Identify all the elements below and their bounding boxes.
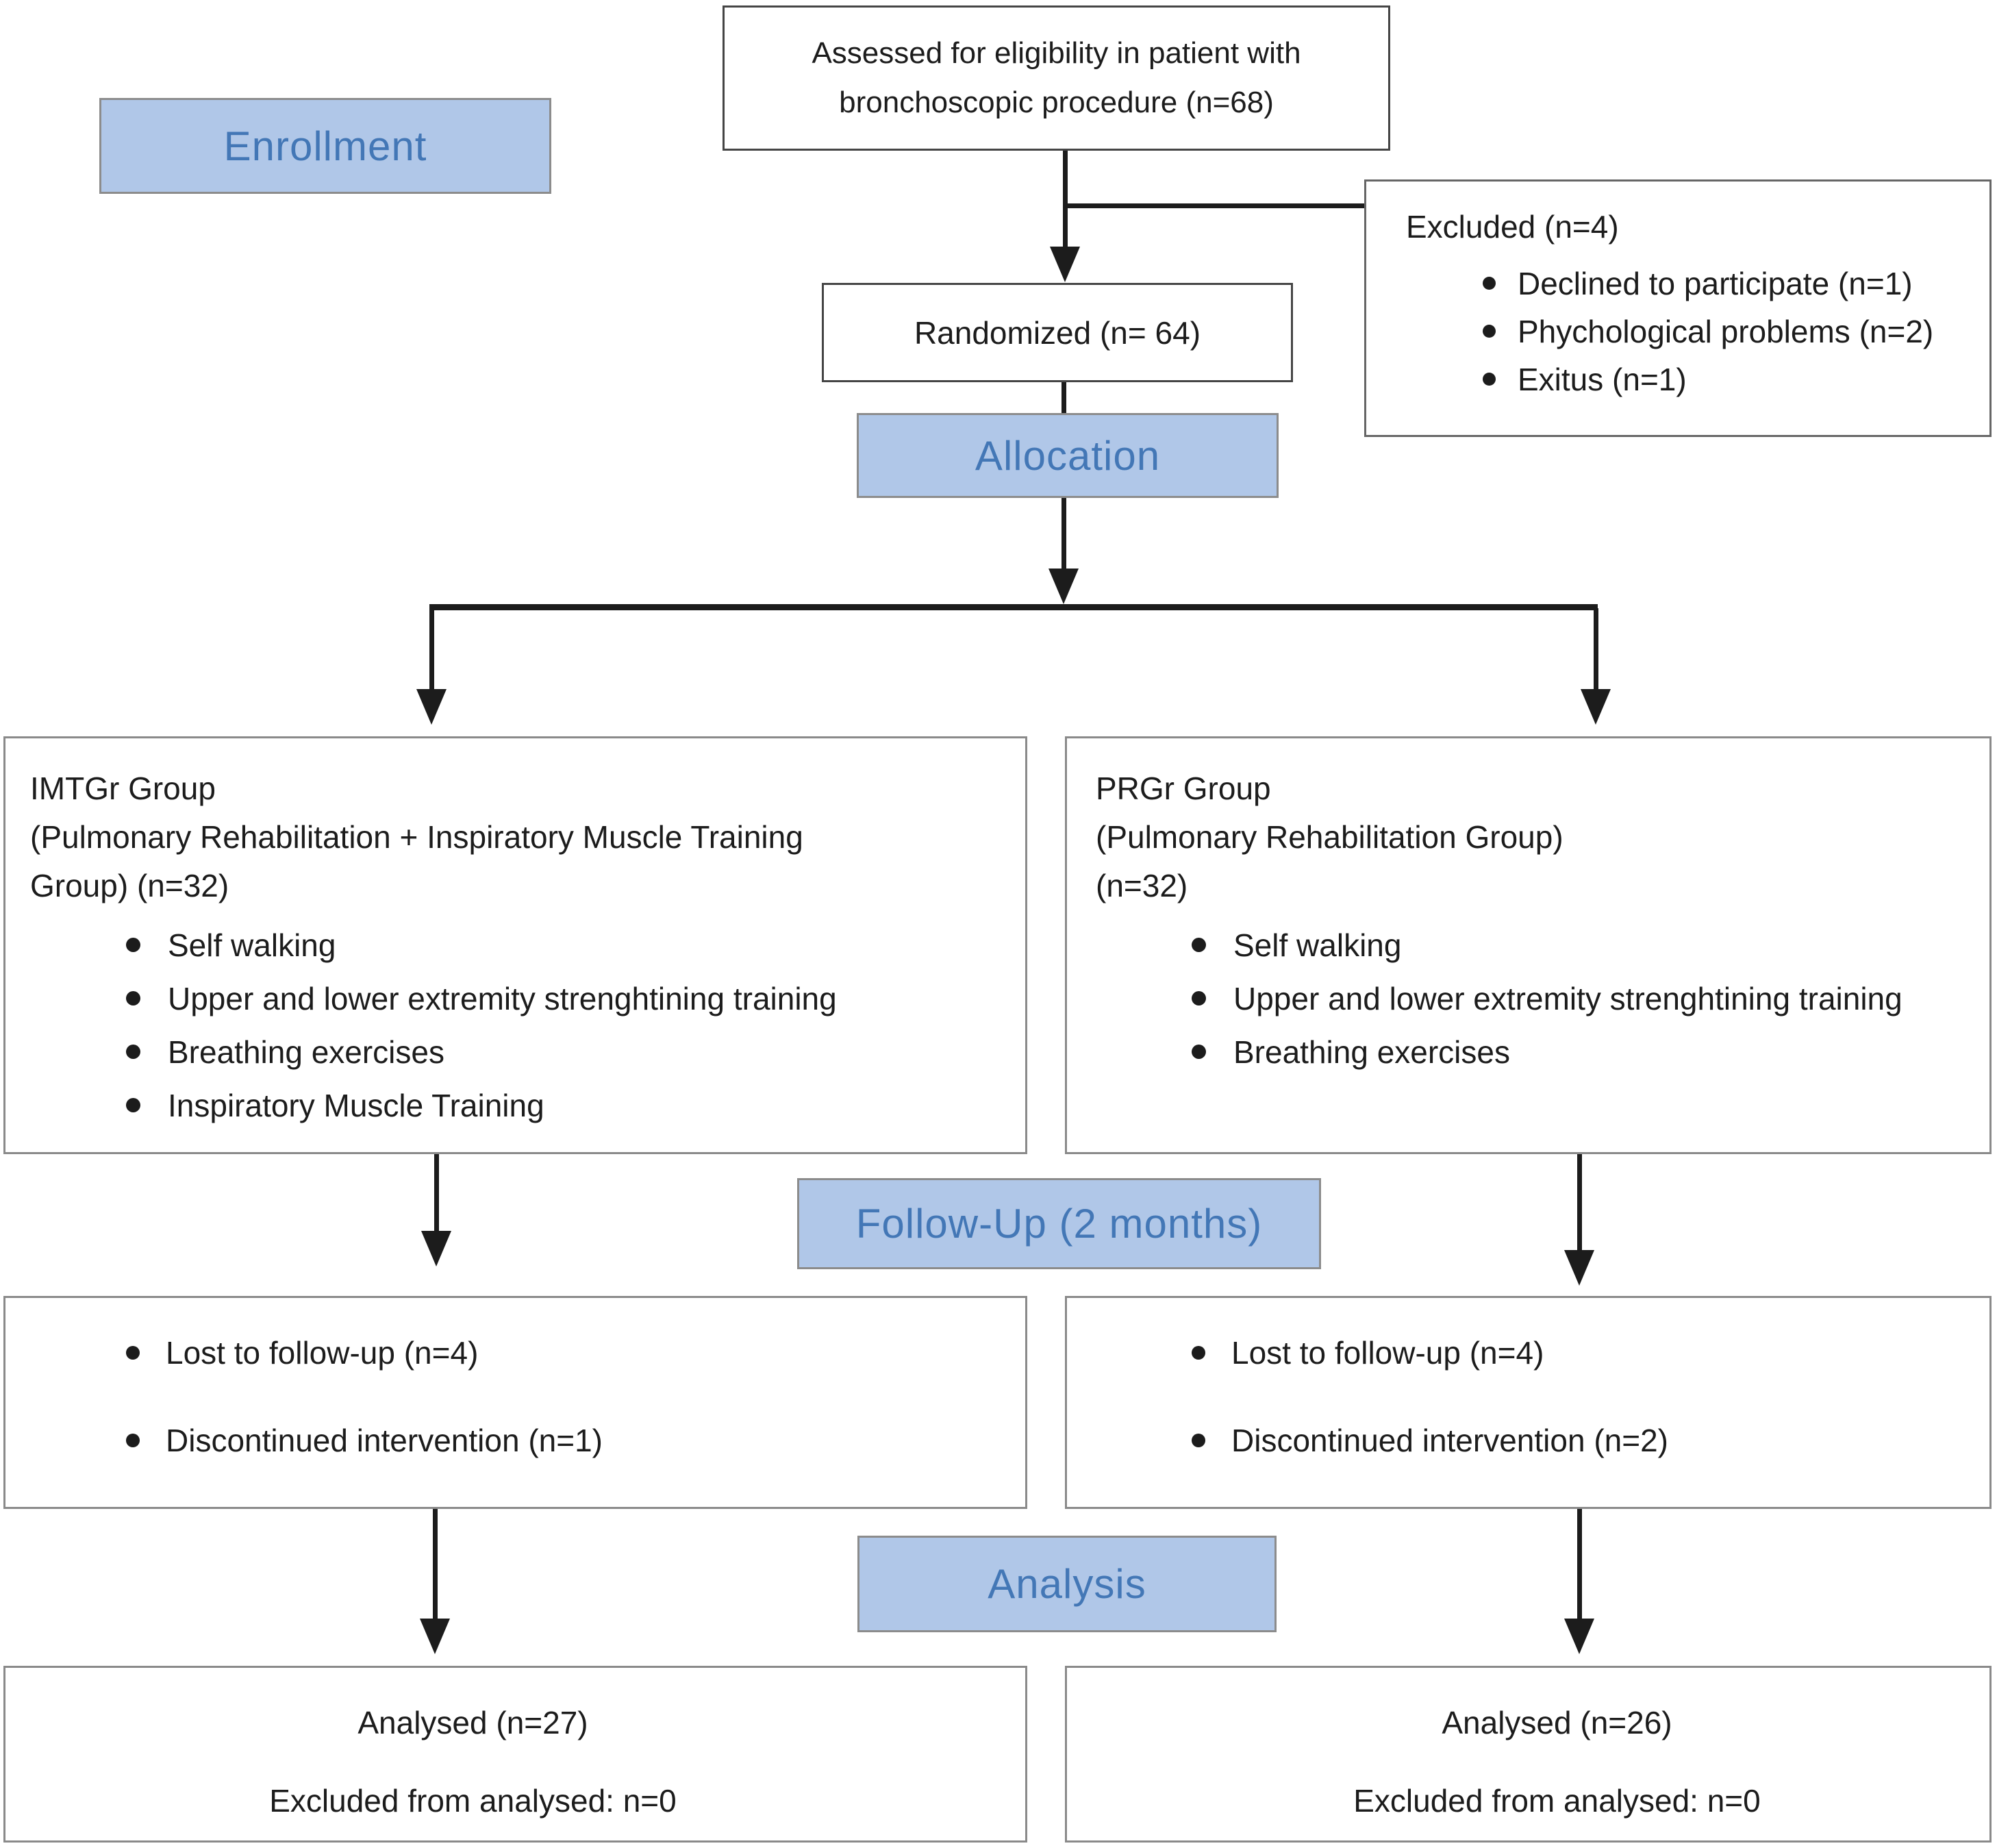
excluded-analysed-left-text: Excluded from analysed: n=0	[269, 1783, 677, 1819]
imtgr-bullet: Breathing exercises	[30, 1025, 1006, 1079]
prgr-bullet-text: Upper and lower extremity strenghtining …	[1233, 981, 1902, 1016]
imtgr-bullet: Inspiratory Muscle Training	[30, 1079, 1006, 1132]
followup-left-item: Discontinued intervention (n=1)	[30, 1416, 1012, 1465]
followup-stage-text: Follow-Up (2 months)	[855, 1201, 1263, 1247]
bullet-icon	[1192, 1045, 1206, 1059]
connector-left-followup-analysis-line	[433, 1509, 438, 1619]
arrowhead-assessed-randomized-icon	[1050, 247, 1080, 282]
followup-right-item: Lost to follow-up (n=4)	[1096, 1328, 1976, 1377]
imtgr-group-box: IMTGr Group (Pulmonary Rehabilitation + …	[3, 736, 1027, 1154]
excluded-item-text: Phychological problems (n=2)	[1518, 314, 1934, 349]
randomized-text: Randomized (n= 64)	[914, 314, 1201, 351]
arrowhead-left-followup-icon	[421, 1231, 451, 1266]
analysis-stage-text: Analysis	[988, 1561, 1146, 1607]
followup-stage-label: Follow-Up (2 months)	[797, 1178, 1321, 1269]
imtgr-bullet: Upper and lower extremity strenghtining …	[30, 972, 1006, 1025]
analysis-left-box: Analysed (n=27) Excluded from analysed: …	[3, 1666, 1027, 1843]
analysed-right-text: Analysed (n=26)	[1442, 1705, 1672, 1740]
followup-right-box: Lost to follow-up (n=4) Discontinued int…	[1065, 1296, 1992, 1509]
connector-allocation-split-line	[1062, 498, 1066, 569]
excluded-item: Declined to participate (n=1)	[1406, 260, 1977, 308]
connector-split-left-group-line	[429, 608, 434, 689]
bullet-icon	[126, 991, 140, 1006]
bullet-icon	[126, 1045, 140, 1059]
bullet-icon	[126, 1434, 140, 1447]
prgr-bullet: Upper and lower extremity strenghtining …	[1096, 972, 1970, 1025]
followup-left-box: Lost to follow-up (n=4) Discontinued int…	[3, 1296, 1027, 1509]
connector-split-right-group-line	[1594, 608, 1598, 689]
bullet-icon	[1192, 1346, 1205, 1360]
arrowhead-right-followup-icon	[1564, 1250, 1594, 1286]
prgr-heading-line1: PRGr Group	[1096, 771, 1271, 806]
excluded-title: Excluded (n=4)	[1406, 209, 1619, 245]
bullet-icon	[126, 1346, 140, 1360]
bullet-icon	[1192, 991, 1206, 1006]
connector-right-followup-analysis-line	[1577, 1509, 1582, 1619]
allocation-stage-text: Allocation	[975, 432, 1161, 479]
bullet-icon	[126, 1098, 140, 1112]
imtgr-heading-line2: (Pulmonary Rehabilitation + Inspiratory …	[30, 819, 803, 855]
connector-right-group-followup-line	[1577, 1154, 1582, 1250]
bullet-icon	[1483, 277, 1496, 290]
prgr-bullet: Breathing exercises	[1096, 1025, 1970, 1079]
imtgr-bullet-text: Upper and lower extremity strenghtining …	[168, 981, 837, 1016]
connector-left-group-followup-line	[434, 1154, 439, 1231]
split-bar-line	[429, 604, 1598, 610]
prgr-bullet-text: Self walking	[1233, 927, 1402, 963]
excluded-item: Exitus (n=1)	[1406, 355, 1977, 403]
bullet-icon	[1192, 1434, 1205, 1447]
followup-left-item-text: Discontinued intervention (n=1)	[166, 1423, 603, 1458]
connector-excluded-branch-line	[1066, 203, 1364, 208]
imtgr-heading-line3: Group) (n=32)	[30, 868, 229, 903]
assessed-line1: Assessed for eligibility in patient with	[812, 36, 1301, 70]
imtgr-bullet: Self walking	[30, 919, 1006, 972]
imtgr-bullet-text: Self walking	[168, 927, 336, 963]
allocation-stage-label: Allocation	[857, 413, 1279, 498]
randomized-box: Randomized (n= 64)	[822, 283, 1293, 382]
bullet-icon	[1192, 938, 1206, 952]
assessed-line2: bronchoscopic procedure (n=68)	[839, 86, 1274, 119]
assessed-eligibility-box: Assessed for eligibility in patient with…	[723, 5, 1390, 151]
analysed-left-text: Analysed (n=27)	[357, 1705, 588, 1740]
imtgr-bullet-text: Breathing exercises	[168, 1034, 444, 1070]
analysis-stage-label: Analysis	[857, 1536, 1277, 1632]
arrowhead-allocation-split-icon	[1048, 569, 1079, 604]
excluded-item-text: Declined to participate (n=1)	[1518, 266, 1913, 301]
enrollment-stage-label: Enrollment	[99, 98, 551, 194]
connector-assessed-randomized-line	[1063, 151, 1068, 248]
prgr-heading-line2: (Pulmonary Rehabilitation Group)	[1096, 819, 1563, 855]
excluded-box: Excluded (n=4) Declined to participate (…	[1364, 179, 1992, 437]
followup-left-item: Lost to follow-up (n=4)	[30, 1328, 1012, 1377]
excluded-item: Phychological problems (n=2)	[1406, 308, 1977, 355]
prgr-group-box: PRGr Group (Pulmonary Rehabilitation Gro…	[1065, 736, 1992, 1154]
excluded-analysed-right-text: Excluded from analysed: n=0	[1353, 1783, 1761, 1819]
arrowhead-right-group-icon	[1581, 689, 1611, 725]
analysis-right-box: Analysed (n=26) Excluded from analysed: …	[1065, 1666, 1992, 1843]
imtgr-bullet-text: Inspiratory Muscle Training	[168, 1088, 544, 1123]
connector-randomized-allocation-line	[1062, 382, 1066, 413]
followup-right-item-text: Discontinued intervention (n=2)	[1231, 1423, 1668, 1458]
prgr-bullet: Self walking	[1096, 919, 1970, 972]
arrowhead-left-group-icon	[416, 689, 447, 725]
imtgr-heading-line1: IMTGr Group	[30, 771, 216, 806]
prgr-heading-line3: (n=32)	[1096, 868, 1188, 903]
followup-left-item-text: Lost to follow-up (n=4)	[166, 1335, 479, 1371]
excluded-item-text: Exitus (n=1)	[1518, 362, 1687, 397]
followup-right-item-text: Lost to follow-up (n=4)	[1231, 1335, 1544, 1371]
arrowhead-left-analysis-icon	[420, 1619, 450, 1654]
enrollment-stage-text: Enrollment	[223, 123, 427, 169]
bullet-icon	[1483, 373, 1496, 386]
bullet-icon	[1483, 325, 1496, 338]
prgr-bullet-text: Breathing exercises	[1233, 1034, 1510, 1070]
arrowhead-right-analysis-icon	[1564, 1619, 1594, 1654]
followup-right-item: Discontinued intervention (n=2)	[1096, 1416, 1976, 1465]
bullet-icon	[126, 938, 140, 952]
